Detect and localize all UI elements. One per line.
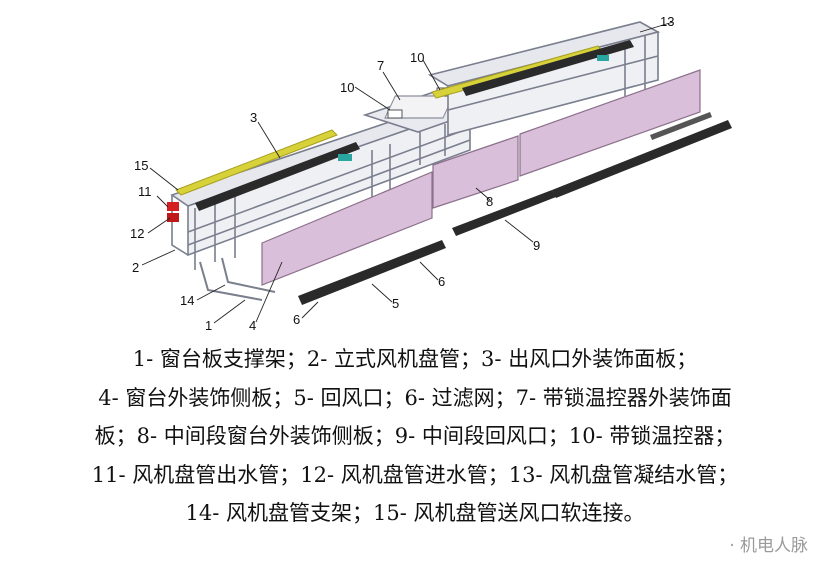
side-panel-4 bbox=[261, 171, 433, 286]
callout-11: 11 bbox=[138, 184, 152, 199]
teal-fitting-left bbox=[338, 154, 352, 161]
callout-14: 14 bbox=[180, 293, 194, 308]
legend-line-3: 板；8- 中间段窗台外装饰侧板；9- 中间段回风口；10- 带锁温控器； bbox=[94, 424, 736, 448]
callout-12: 12 bbox=[130, 226, 144, 241]
legend-line-4: 11- 风机盘管出水管；12- 风机盘管进水管；13- 风机盘管凝结水管； bbox=[91, 462, 739, 487]
callout-8: 8 bbox=[486, 194, 493, 209]
legend-line-1: 1- 窗台板支撑架；2- 立式风机盘管；3- 出风口外装饰面板； bbox=[132, 347, 698, 371]
right-filter-6 bbox=[650, 112, 712, 140]
watermark: · 机电人脉 bbox=[729, 536, 808, 556]
left-outlet-grille bbox=[195, 142, 360, 211]
outlet-pipe-11 bbox=[167, 202, 179, 211]
teal-fitting-right bbox=[597, 55, 609, 61]
callout-3: 3 bbox=[250, 110, 257, 125]
callout-7: 7 bbox=[377, 58, 384, 73]
legend-line-5: 14- 风机盘管支架；15- 风机盘管送风口软连接。 bbox=[185, 501, 645, 525]
left-unit-frame bbox=[170, 99, 472, 301]
legend: 1- 窗台板支撑架；2- 立式风机盘管；3- 出风口外装饰面板； 4- 窗台外装… bbox=[0, 340, 830, 533]
right-return-grille bbox=[552, 120, 732, 198]
callout-10b: 10 bbox=[410, 50, 424, 65]
legend-line-2: 4- 窗台外装饰侧板；5- 回风口；6- 过滤网；7- 带锁温控器外装饰面 bbox=[98, 385, 732, 410]
middle-return-grille-9 bbox=[452, 190, 556, 236]
callout-15: 15 bbox=[134, 158, 148, 173]
callout-4: 4 bbox=[249, 318, 256, 333]
side-panel-right bbox=[519, 69, 701, 177]
exploded-assembly-diagram: 1 2 3 4 5 6 6 7 8 9 10 10 11 12 13 14 15 bbox=[130, 14, 732, 333]
thermostat-left bbox=[387, 109, 403, 119]
right-outlet-grille bbox=[462, 40, 634, 96]
callout-5: 5 bbox=[392, 296, 399, 311]
callout-13: 13 bbox=[660, 14, 674, 29]
callout-6b: 6 bbox=[293, 312, 300, 327]
callout-labels: 1 2 3 4 5 6 6 7 8 9 10 10 11 12 13 14 15 bbox=[130, 14, 674, 333]
return-air-grille-5 bbox=[298, 240, 446, 305]
middle-side-panel-8 bbox=[432, 135, 519, 209]
callout-2: 2 bbox=[132, 260, 139, 275]
callout-leaders bbox=[141, 21, 674, 324]
left-top-trim bbox=[175, 129, 338, 196]
callout-9: 9 bbox=[533, 238, 540, 253]
inlet-pipe-12 bbox=[167, 213, 179, 222]
callout-1: 1 bbox=[205, 318, 212, 333]
callout-6a: 6 bbox=[438, 274, 445, 289]
callout-10a: 10 bbox=[340, 80, 354, 95]
